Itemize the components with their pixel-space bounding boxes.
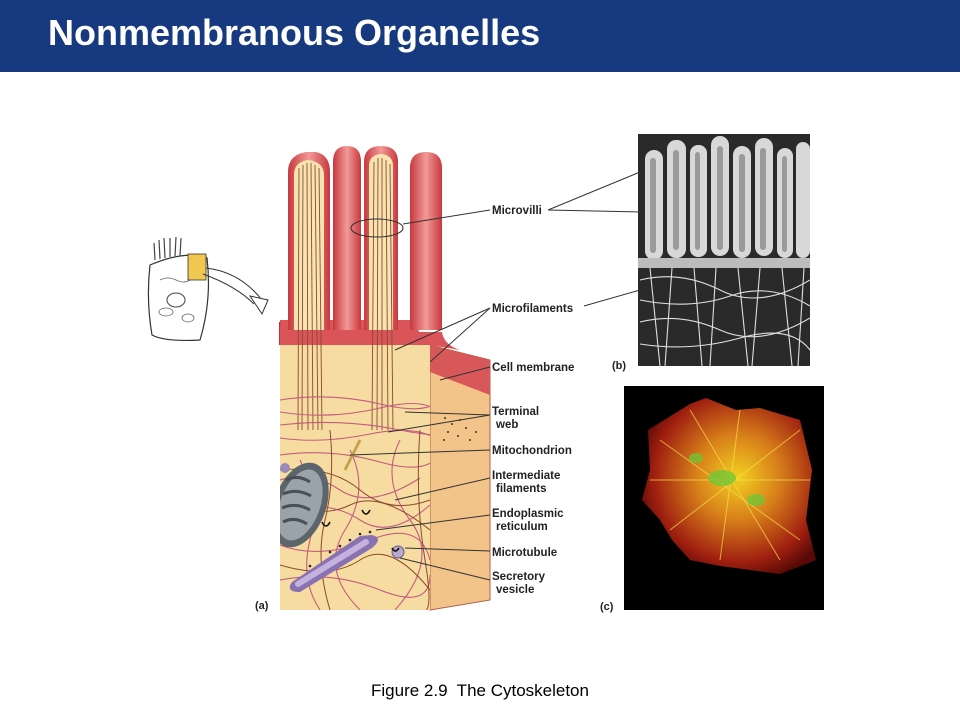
label-microfilaments: Microfilaments	[492, 303, 573, 315]
label-er-2: reticulum	[496, 521, 548, 533]
figure-labels: Microvilli Microfilaments Cell membrane …	[255, 205, 626, 613]
label-intermediate-filaments-2: filaments	[496, 483, 547, 495]
leader-lines	[349, 171, 641, 581]
label-microtubule: Microtubule	[492, 547, 557, 559]
label-mitochondrion: Mitochondrion	[492, 445, 572, 457]
panel-label-a: (a)	[255, 600, 269, 612]
panel-label-b: (b)	[612, 360, 626, 372]
label-microvilli: Microvilli	[492, 205, 542, 217]
slide-title: Nonmembranous Organelles	[48, 12, 541, 53]
label-er-1: Endoplasmic	[492, 508, 564, 520]
secretory-vesicle-drawing	[391, 545, 405, 559]
label-terminal-web-2: web	[495, 419, 518, 431]
er-drawing	[289, 530, 378, 592]
title-bar: Nonmembranous Organelles	[0, 0, 960, 72]
mitochondrion-drawing	[280, 462, 329, 548]
panel-label-c: (c)	[600, 601, 614, 613]
figure-caption: Figure 2.9 The Cytoskeleton	[371, 681, 589, 700]
microvilli-highlight	[350, 218, 404, 238]
label-intermediate-filaments-1: Intermediate	[492, 470, 560, 482]
vesicle-small	[280, 463, 290, 473]
fluorescence-micrograph-c	[624, 386, 824, 610]
whole-cell-sketch	[147, 236, 269, 342]
microvilli-core-filaments	[297, 157, 394, 431]
cell-diagram-a	[279, 146, 491, 611]
label-secretory-vesicle-2: vesicle	[496, 584, 534, 596]
label-secretory-vesicle-1: Secretory	[492, 571, 546, 583]
label-terminal-web-1: Terminal	[492, 406, 539, 418]
sem-micrograph-b	[638, 134, 810, 366]
label-cell-membrane: Cell membrane	[492, 362, 574, 374]
